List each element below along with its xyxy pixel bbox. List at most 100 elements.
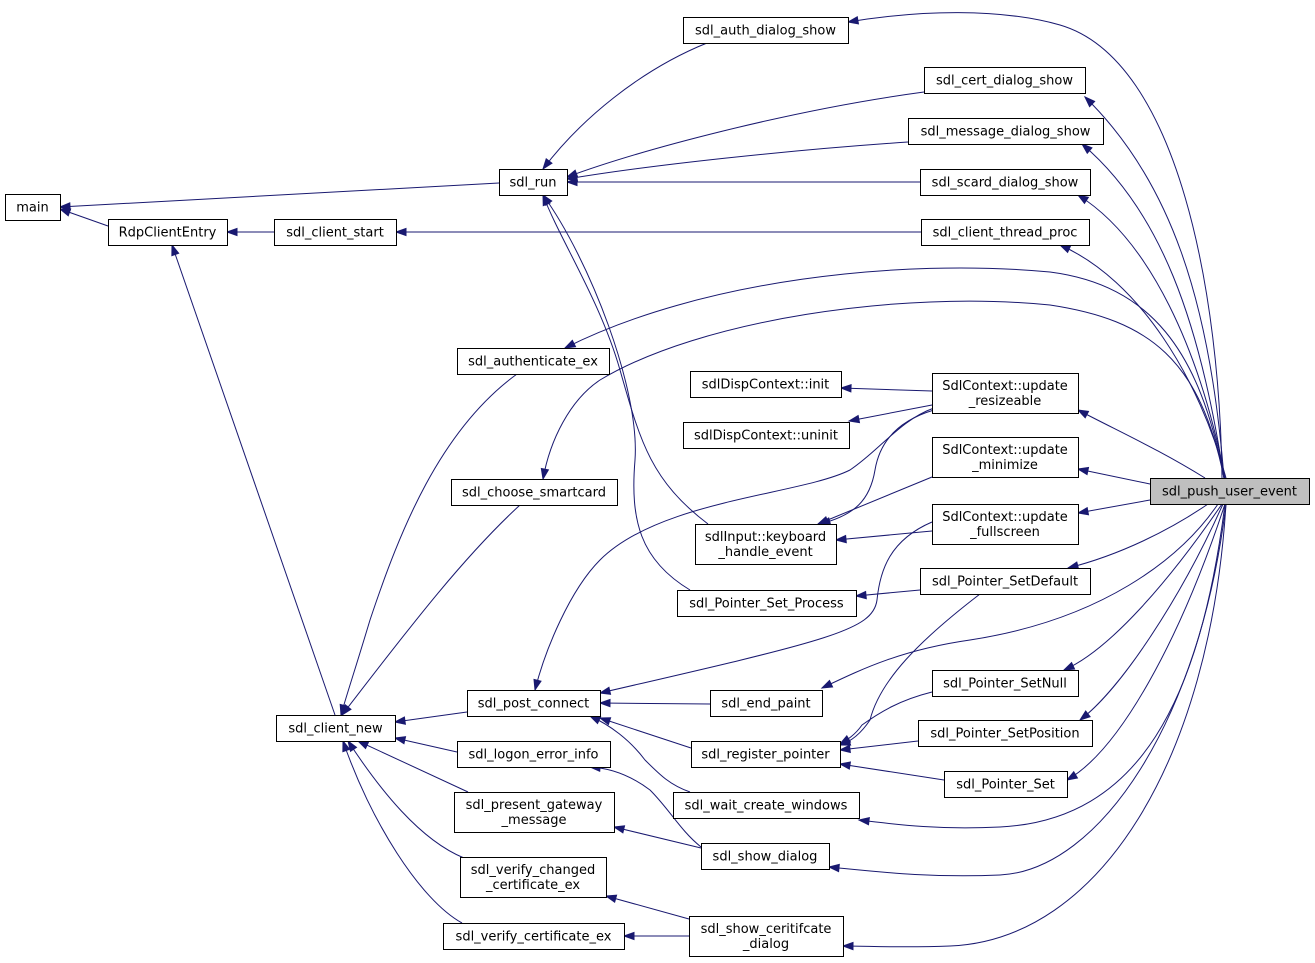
node-label-update_resizeable-line1: SdlContext::update	[942, 379, 1068, 394]
node-box-sdl_register_pointer	[691, 741, 841, 768]
edge-update_resizeable-to-sdlDispContext_uninit	[848, 404, 933, 422]
node-update_fullscreen[interactable]: SdlContext::update_fullscreen	[932, 504, 1079, 545]
node-sdl_run[interactable]: sdl_run	[499, 169, 568, 196]
node-box-sdl_end_paint	[710, 690, 823, 717]
node-sdlDispContext_uninit[interactable]: sdlDispContext::uninit	[683, 422, 850, 449]
arrowhead-RdpClientEntry	[225, 227, 238, 237]
node-box-RdpClientEntry	[108, 219, 228, 246]
edge-update_fullscreen-to-keyboard_handle_event	[835, 530, 933, 541]
arrowhead-sdl_client_new	[347, 739, 358, 753]
arrowhead-sdl_present_gateway_message	[612, 825, 626, 834]
node-label-sdlDispContext_init: sdlDispContext::init	[702, 378, 830, 393]
edge-sdl_Pointer_Set-to-sdl_register_pointer	[839, 763, 945, 781]
edge-sdl_push_user_event-to-update_resizeable	[1077, 409, 1206, 479]
node-label-sdl_verify_changed_certificate_ex-line2: _certificate_ex	[485, 878, 580, 893]
node-sdl_client_new[interactable]: sdl_client_new	[276, 715, 396, 742]
node-sdl_Pointer_Set[interactable]: sdl_Pointer_Set	[944, 771, 1068, 798]
arrowhead-sdl_run	[565, 177, 578, 187]
node-label-sdl_Pointer_SetNull: sdl_Pointer_SetNull	[943, 677, 1067, 692]
node-label-update_minimize-line1: SdlContext::update	[942, 443, 1068, 458]
edge-sdl_push_user_event-to-sdl_auth_dialog_show	[847, 12, 1223, 479]
edge-sdl_present_gateway_message-to-sdl_client_new	[357, 740, 469, 793]
node-label-update_fullscreen-line1: SdlContext::update	[942, 510, 1068, 525]
node-label-sdl_scard_dialog_show: sdl_scard_dialog_show	[932, 176, 1079, 191]
arrowhead-sdl_show_dialog	[827, 863, 840, 873]
node-sdl_present_gateway_message[interactable]: sdl_present_gateway_message	[454, 792, 615, 833]
node-sdl_client_thread_proc[interactable]: sdl_client_thread_proc	[921, 219, 1090, 246]
node-main[interactable]: main	[5, 194, 61, 221]
node-label-sdl_authenticate_ex: sdl_authenticate_ex	[468, 355, 598, 370]
node-box-sdl_Pointer_Set	[944, 771, 1068, 798]
arrowhead-sdl_authenticate_ex	[563, 339, 577, 349]
edge-sdl_show_dialog-to-sdl_logon_error_info	[589, 766, 702, 848]
node-box-sdl_run	[499, 169, 568, 196]
node-label-sdl_auth_dialog_show: sdl_auth_dialog_show	[695, 24, 836, 39]
node-update_minimize[interactable]: SdlContext::update_minimize	[932, 437, 1079, 478]
node-label-sdl_present_gateway_message-line1: sdl_present_gateway	[466, 798, 603, 813]
node-label-sdl_run: sdl_run	[510, 176, 557, 191]
arrowhead-sdl_client_start	[394, 227, 407, 237]
node-RdpClientEntry[interactable]: RdpClientEntry	[108, 219, 228, 246]
node-label-keyboard_handle_event-line2: _handle_event	[717, 545, 812, 560]
node-label-sdl_push_user_event: sdl_push_user_event	[1162, 485, 1297, 500]
arrowhead-sdl_verify_certificate_ex	[622, 931, 635, 941]
arrowhead-sdl_client_new	[393, 736, 407, 745]
node-sdl_wait_create_windows[interactable]: sdl_wait_create_windows	[673, 792, 860, 819]
edge-sdl_Pointer_Set_Process-to-sdl_run	[542, 194, 691, 591]
node-label-sdlDispContext_uninit: sdlDispContext::uninit	[694, 429, 838, 444]
node-sdl_Pointer_SetNull[interactable]: sdl_Pointer_SetNull	[932, 670, 1079, 697]
edge-sdl_push_user_event-to-sdl_show_dialog	[828, 503, 1227, 877]
node-update_resizeable[interactable]: SdlContext::update_resizeable	[932, 373, 1079, 414]
edge-sdl_push_user_event-to-sdl_Pointer_SetPosition	[1079, 503, 1224, 721]
edge-sdl_Pointer_SetDefault-to-sdl_Pointer_Set_Process	[855, 589, 921, 597]
node-sdl_authenticate_ex[interactable]: sdl_authenticate_ex	[457, 348, 610, 375]
node-sdl_scard_dialog_show[interactable]: sdl_scard_dialog_show	[920, 169, 1091, 196]
edge-sdl_Pointer_SetPosition-to-sdl_register_pointer	[839, 740, 919, 751]
edge-sdl_push_user_event-to-sdl_cert_dialog_show	[1084, 96, 1225, 479]
node-sdl_message_dialog_show[interactable]: sdl_message_dialog_show	[908, 118, 1104, 145]
node-sdl_cert_dialog_show[interactable]: sdl_cert_dialog_show	[924, 67, 1086, 94]
arrowhead-sdl_Pointer_Set_Process	[854, 590, 867, 600]
edge-sdl_cert_dialog_show-to-sdl_run	[566, 91, 925, 178]
node-keyboard_handle_event[interactable]: sdlInput::keyboard_handle_event	[695, 524, 837, 565]
node-sdl_post_connect[interactable]: sdl_post_connect	[467, 690, 601, 717]
edge-sdl_verify_changed_certificate_ex-to-sdl_client_new	[347, 740, 465, 859]
edge-sdl_push_user_event-to-sdl_show_ceritifcate_dialog	[842, 503, 1227, 948]
edge-sdl_push_user_event-to-sdl_Pointer_Set	[1066, 503, 1226, 781]
node-sdl_choose_smartcard[interactable]: sdl_choose_smartcard	[451, 479, 618, 506]
node-sdl_show_dialog[interactable]: sdl_show_dialog	[701, 843, 830, 870]
node-label-update_fullscreen-line2: _fullscreen	[969, 525, 1040, 540]
arrowhead-sdl_Pointer_Set	[1065, 770, 1079, 781]
edge-update_fullscreen-to-sdl_post_connect	[599, 521, 933, 694]
arrowhead-RdpClientEntry	[171, 243, 180, 257]
node-sdl_Pointer_SetDefault[interactable]: sdl_Pointer_SetDefault	[920, 568, 1091, 595]
node-sdlDispContext_init[interactable]: sdlDispContext::init	[690, 371, 842, 398]
arrowhead-sdl_auth_dialog_show	[846, 16, 860, 25]
arrowhead-sdl_client_new	[356, 740, 370, 750]
node-box-sdl_post_connect	[467, 690, 601, 717]
node-sdl_auth_dialog_show[interactable]: sdl_auth_dialog_show	[683, 17, 849, 44]
node-sdl_verify_changed_certificate_ex[interactable]: sdl_verify_changed_certificate_ex	[460, 857, 607, 898]
node-box-sdl_message_dialog_show	[908, 118, 1104, 145]
node-label-sdl_show_ceritifcate_dialog-line2: _dialog	[742, 937, 789, 952]
node-sdl_show_ceritifcate_dialog[interactable]: sdl_show_ceritifcate_dialog	[689, 916, 844, 957]
arrowhead-sdl_Pointer_SetNull	[1062, 661, 1076, 671]
node-label-sdl_Pointer_Set: sdl_Pointer_Set	[956, 778, 1055, 793]
node-label-sdl_logon_error_info: sdl_logon_error_info	[469, 748, 599, 763]
node-sdl_Pointer_Set_Process[interactable]: sdl_Pointer_Set_Process	[677, 590, 857, 617]
node-sdl_register_pointer[interactable]: sdl_register_pointer	[691, 741, 841, 768]
node-sdl_push_user_event[interactable]: sdl_push_user_event	[1150, 478, 1310, 505]
node-sdl_verify_certificate_ex[interactable]: sdl_verify_certificate_ex	[443, 923, 625, 950]
node-sdl_Pointer_SetPosition[interactable]: sdl_Pointer_SetPosition	[918, 720, 1093, 747]
arrowhead-sdl_scard_dialog_show	[1076, 194, 1090, 205]
node-box-sdl_client_start	[274, 219, 397, 246]
node-box-sdl_Pointer_SetPosition	[918, 720, 1093, 747]
arrowhead-sdl_post_connect	[598, 698, 611, 708]
edge-sdl_Pointer_SetDefault-to-sdl_register_pointer	[839, 593, 981, 746]
edge-sdl_auth_dialog_show-to-sdl_run	[542, 42, 708, 170]
node-sdl_end_paint[interactable]: sdl_end_paint	[710, 690, 823, 717]
node-sdl_logon_error_info[interactable]: sdl_logon_error_info	[457, 741, 611, 768]
node-sdl_client_start[interactable]: sdl_client_start	[274, 219, 397, 246]
